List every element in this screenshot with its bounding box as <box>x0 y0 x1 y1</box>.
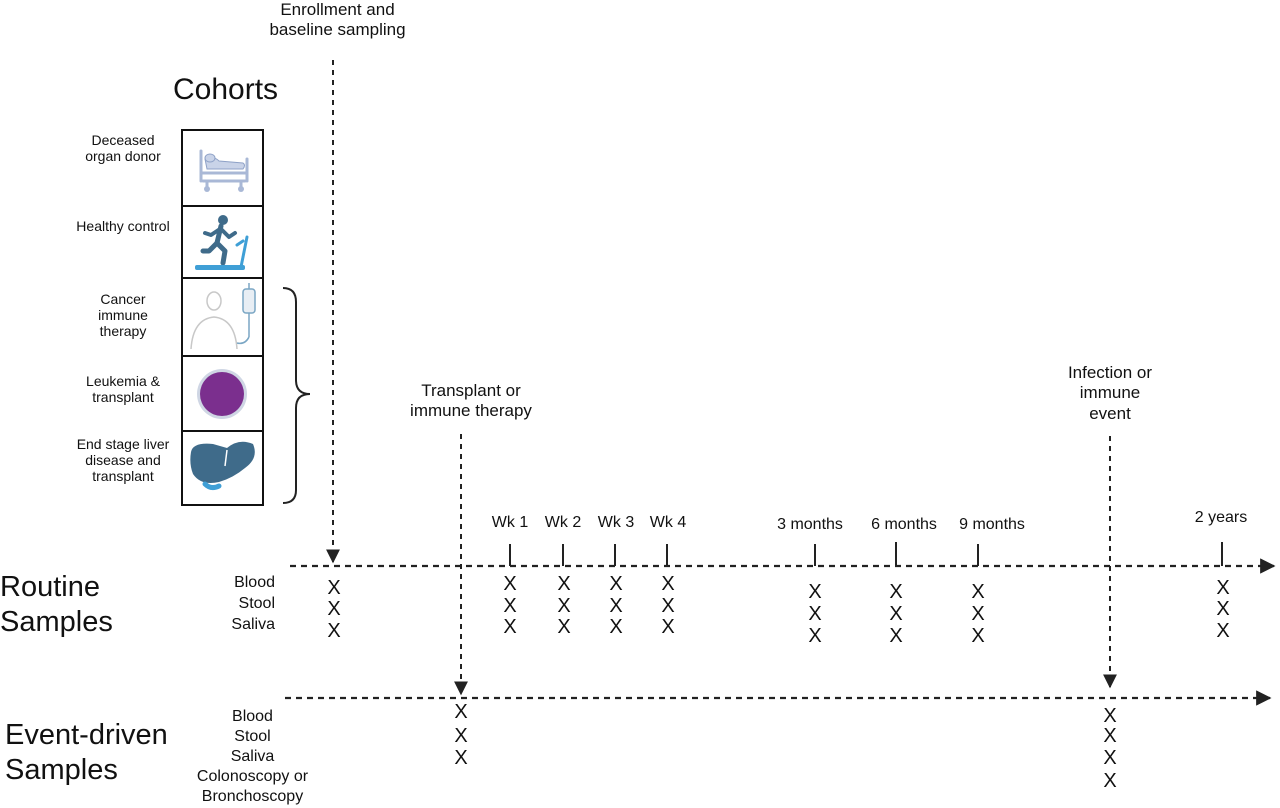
mark-3-months-blood: X <box>808 581 822 603</box>
liver-icon <box>190 441 255 491</box>
mark-9-months-saliva: X <box>971 625 985 647</box>
event-driven-title-line: Samples <box>5 754 118 786</box>
cohort-label-line: transplant <box>92 468 154 484</box>
timepoint-label-3-months: 3 months <box>777 516 843 533</box>
timepoint-label-wk1: Wk 1 <box>491 514 529 531</box>
hospital-bed-icon <box>199 149 249 192</box>
event-driven-sample-list: Blood Stool Saliva Colonoscopy or Bronch… <box>180 707 325 807</box>
timepoint-label-wk3: Wk 3 <box>597 514 635 531</box>
cohort-label-cancer: Cancer immune therapy <box>48 291 198 339</box>
mark-infection-blood: X <box>1103 705 1117 727</box>
mark-9-months-stool: X <box>971 603 985 625</box>
event-driven-title-line: Event-driven <box>5 719 168 751</box>
mark-2-years-stool: X <box>1216 598 1230 620</box>
sample-label-blood: Blood <box>234 574 275 591</box>
mark-wk3-saliva: X <box>609 616 623 638</box>
mark-3-months-stool: X <box>808 603 822 625</box>
mark-wk2-saliva: X <box>557 616 571 638</box>
infection-event-line: Infection or <box>1067 363 1153 382</box>
mark-wk4-blood: X <box>661 573 675 595</box>
enrollment-label-line2: baseline sampling <box>269 20 406 40</box>
mark-2-years-saliva: X <box>1216 620 1230 642</box>
infection-event-line: event <box>1089 403 1131 423</box>
timepoint-label-6-months: 6 months <box>871 516 937 533</box>
mark-wk1-stool: X <box>503 595 517 617</box>
cohort-label-line: Cancer <box>100 291 146 307</box>
cohort-label-line: Leukemia & <box>86 373 160 389</box>
treadmill-runner-icon <box>195 215 249 270</box>
routine-sample-list: Blood Stool Saliva <box>200 572 275 635</box>
sample-label-stool: Stool <box>234 728 271 745</box>
sample-label-stool: Stool <box>238 595 275 612</box>
transplant-event-label: Transplant or immune therapy <box>385 381 557 422</box>
cohort-box-healthy <box>181 205 264 279</box>
mark-wk1-blood: X <box>503 573 517 595</box>
cohort-brace <box>282 287 311 504</box>
timepoint-label-wk2: Wk 2 <box>544 514 582 531</box>
cohort-label-line: therapy <box>99 323 147 339</box>
mark-wk4-saliva: X <box>661 616 675 638</box>
cohort-label-line: Deceased <box>91 132 155 148</box>
mark-6-months-blood: X <box>889 581 903 603</box>
routine-title-line: Routine <box>0 571 100 603</box>
cohort-label-line: organ donor <box>85 148 161 164</box>
cohort-label-liver: End stage liver disease and transplant <box>48 436 198 484</box>
mark-6-months-stool: X <box>889 603 903 625</box>
cohort-label-line: transplant <box>92 389 154 405</box>
mark-transplant-blood: X <box>454 701 468 723</box>
patient-iv-icon <box>190 283 256 350</box>
cell-icon <box>197 369 247 419</box>
mark-infection-endoscopy: X <box>1103 770 1117 792</box>
cohort-label-line: disease and <box>85 452 161 468</box>
mark-3-months-saliva: X <box>808 625 822 647</box>
cohort-label-deceased: Deceased organ donor <box>48 132 198 164</box>
enrollment-label-line1: Enrollment and <box>280 0 395 19</box>
cohort-label-line: End stage liver <box>76 436 170 452</box>
cohort-label-healthy: Healthy control <box>48 218 198 234</box>
cohort-label-line: Healthy control <box>76 218 170 234</box>
mark-wk1-saliva: X <box>503 616 517 638</box>
infection-event-line: immune <box>1079 383 1141 403</box>
mark-wk2-stool: X <box>557 595 571 617</box>
infection-event-label: Infection or immune event <box>1040 363 1180 424</box>
mark-infection-saliva: X <box>1103 747 1117 769</box>
mark-baseline-saliva: X <box>327 620 341 642</box>
transplant-event-line: immune therapy <box>410 401 532 421</box>
mark-wk2-blood: X <box>557 573 571 595</box>
mark-baseline-blood: X <box>327 577 341 599</box>
mark-transplant-stool: X <box>454 725 468 747</box>
cohort-label-leukemia: Leukemia & transplant <box>48 373 198 405</box>
mark-baseline-stool: X <box>327 598 341 620</box>
routine-title: Routine Samples <box>0 570 113 640</box>
sample-label-colonoscopy: Colonoscopy or <box>196 768 309 785</box>
mark-2-years-blood: X <box>1216 577 1230 599</box>
sample-label-blood: Blood <box>232 708 273 725</box>
sample-label-saliva: Saliva <box>230 748 275 765</box>
event-driven-title: Event-driven Samples <box>5 718 168 788</box>
cohort-label-line: immune <box>98 307 148 323</box>
mark-wk3-blood: X <box>609 573 623 595</box>
mark-infection-stool: X <box>1103 725 1117 747</box>
timepoint-label-9-months: 9 months <box>959 516 1025 533</box>
timepoint-label-wk4: Wk 4 <box>649 514 687 531</box>
mark-wk4-stool: X <box>661 595 675 617</box>
cohort-box-liver <box>181 430 264 506</box>
cohort-box-deceased <box>181 129 264 207</box>
cohorts-title: Cohorts <box>173 73 279 106</box>
sample-label-bronchoscopy: Bronchoscopy <box>201 788 304 805</box>
mark-9-months-blood: X <box>971 581 985 603</box>
routine-title-line: Samples <box>0 606 113 638</box>
mark-wk3-stool: X <box>609 595 623 617</box>
timepoint-label-2-years: 2 years <box>1194 509 1248 526</box>
mark-transplant-saliva: X <box>454 747 468 769</box>
transplant-event-line: Transplant or <box>421 381 521 400</box>
mark-6-months-saliva: X <box>889 625 903 647</box>
enrollment-label: Enrollment and baseline sampling <box>250 0 425 41</box>
cohort-box-leukemia <box>181 355 264 433</box>
sample-label-saliva: Saliva <box>231 616 275 633</box>
